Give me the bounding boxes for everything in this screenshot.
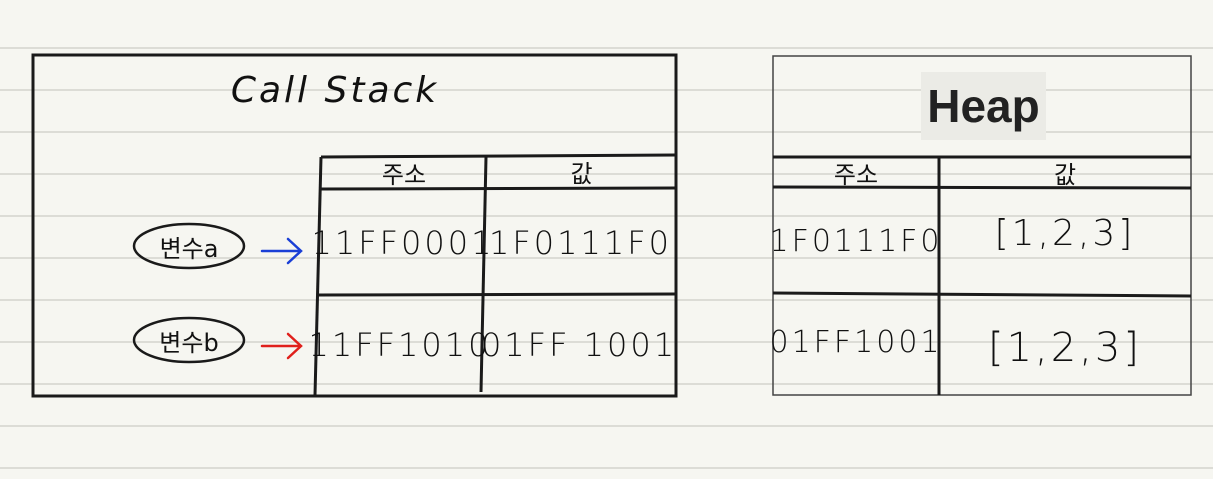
heap-header-bottom-line (772, 185, 1192, 190)
arrow-path (260, 237, 303, 265)
cs-row-a-value: 1F0111F0 (489, 223, 672, 262)
cs-header-top-line (320, 153, 677, 159)
arrow-b-icon (260, 332, 303, 360)
heap-row-2-address: 01FF1001 (769, 324, 943, 360)
heap-header-value: 값 (1053, 161, 1077, 189)
cs-header-value: 값 (570, 160, 593, 188)
call-stack-title: Call Stack (230, 69, 440, 111)
call-stack-frame (31, 53, 678, 398)
heap-row-2-value: [1,2,3] (988, 324, 1142, 371)
cs-row-b-address: 11FF1010 (308, 326, 492, 364)
variable-b-label: 변수b (159, 328, 219, 357)
heap-row-1-address: 1F0111F0 (769, 223, 943, 259)
cs-row-b-value: 01FF 1001 (480, 326, 678, 364)
cs-header-address: 주소 (381, 161, 427, 189)
heap-row-1-value: [1,2,3] (994, 212, 1136, 254)
cs-left-line (313, 156, 323, 396)
heap-row-divider-line (772, 291, 1192, 298)
cs-mid-line (479, 156, 488, 393)
variable-a-label: 변수a (159, 234, 219, 263)
heap-title: Heap (921, 72, 1046, 140)
cs-row-a-address: 11FF0001 (311, 223, 495, 262)
arrow-path (260, 332, 303, 360)
heap-header-address: 주소 (833, 161, 879, 189)
variable-b-ellipse (132, 316, 246, 364)
cs-row-divider-line (316, 292, 677, 297)
heap-frame (772, 55, 1192, 396)
cs-header-bottom-line (320, 186, 677, 191)
arrow-a-icon (260, 237, 303, 265)
variable-a-ellipse (132, 222, 246, 270)
